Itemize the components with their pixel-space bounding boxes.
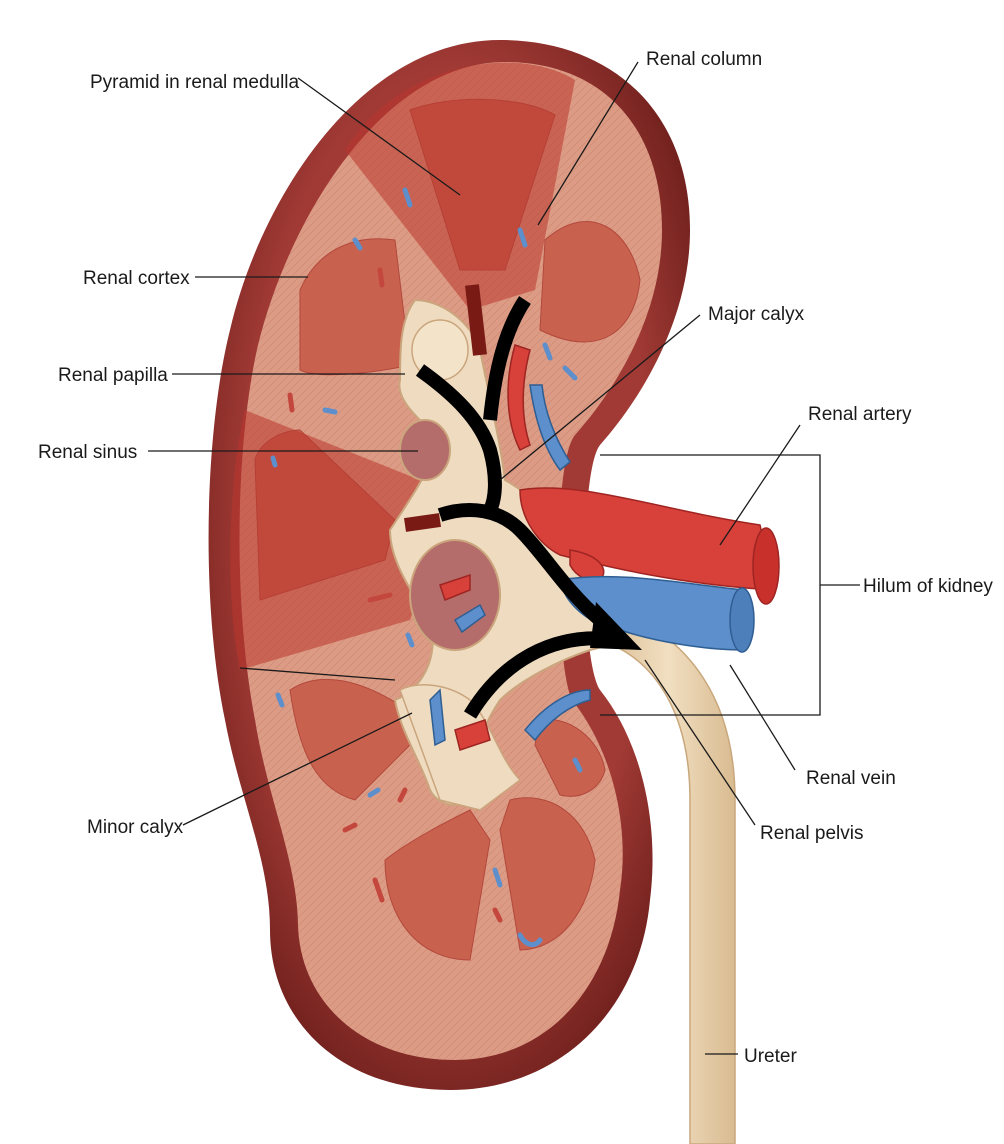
renal-artery-small: [439, 573, 471, 601]
label-renal-vein: Renal vein: [806, 768, 896, 789]
label-minor-calyx: Minor calyx: [87, 817, 184, 838]
highlight-wedge-top: [345, 62, 575, 310]
label-major-calyx: Major calyx: [708, 304, 805, 325]
cortical-vessel: [572, 757, 583, 773]
label-hilum: Hilum of kidney: [863, 576, 993, 597]
cortical-vessel: [517, 932, 543, 948]
cortical-vessel: [542, 342, 553, 361]
renal-artery-branch: [507, 344, 531, 452]
dark-arrow-horizontal: [404, 513, 441, 532]
pyramid-upper-right: [539, 221, 641, 343]
renal-vein-minor: [429, 688, 446, 747]
highlight-wedge-middle: [230, 410, 440, 670]
label-renal-papilla: Renal papilla: [58, 365, 168, 386]
leader-renal-column: [537, 61, 639, 226]
cortical-vessel: [352, 237, 363, 251]
flow-arrow-middle: [437, 503, 605, 626]
label-renal-artery: Renal artery: [808, 404, 912, 425]
cortical-vessel: [275, 692, 285, 708]
leader-renal-pelvis: [644, 659, 756, 826]
flow-arrow-heads: [590, 602, 642, 650]
leader-renal-vein: [729, 664, 796, 771]
calyx-upper: [399, 419, 451, 481]
cortical-vessel: [492, 867, 503, 888]
label-renal-cortex: Renal cortex: [83, 268, 190, 289]
cortical-vessels: [270, 187, 583, 948]
flow-arrow-upper-left: [415, 364, 502, 514]
pyramid-bottom: [384, 809, 491, 961]
label-renal-pelvis: Renal pelvis: [760, 823, 864, 844]
renal-vein: [429, 384, 755, 747]
cortical-vessel: [517, 227, 528, 248]
cortical-vessel: [367, 787, 381, 798]
flow-arrow-head-main: [590, 602, 642, 650]
cortical-vessel: [270, 455, 278, 468]
renal-artery-trunk: [519, 487, 776, 591]
highlight-wedges: [230, 62, 575, 670]
pyramid-bottom-right: [499, 797, 596, 951]
cortical-vessel: [562, 365, 578, 381]
renal-vein-lower: [523, 689, 591, 742]
cortical-vessel: [377, 267, 385, 288]
hilum-bracket: [600, 454, 860, 716]
cortical-vessel: [492, 907, 503, 923]
cortical-vessel: [402, 187, 413, 208]
pyramid-lower-right: [534, 718, 606, 797]
cortical-vessel: [322, 407, 338, 415]
renal-artery-minor: [454, 719, 491, 751]
leader-renal-artery: [719, 424, 801, 546]
cortical-vessel: [405, 632, 415, 648]
cortical-vessel: [342, 822, 358, 833]
cortical-vessel: [397, 787, 408, 803]
label-renal-column: Renal column: [646, 49, 762, 70]
cortical-vessel: [287, 392, 295, 413]
leader-lines: [148, 61, 801, 1055]
renal-vein-branch: [529, 384, 571, 472]
leader-cortex-extra: [239, 667, 396, 681]
renal-vein-small: [453, 603, 486, 634]
cortical-vessel: [372, 877, 385, 903]
renal-artery-opening: [752, 527, 780, 605]
labels: Pyramid in renal medulla Renal column Re…: [38, 49, 993, 1067]
label-renal-sinus: Renal sinus: [38, 442, 137, 463]
leader-major-calyx: [499, 314, 701, 481]
label-pyramid: Pyramid in renal medulla: [90, 72, 300, 93]
label-ureter: Ureter: [744, 1046, 797, 1067]
leader-minor-calyx: [182, 712, 413, 826]
leader-pyramid: [297, 77, 461, 196]
renal-vein-opening: [729, 587, 755, 653]
dark-arrow-vertical: [465, 284, 487, 356]
flow-arrow-upper-right: [483, 296, 531, 421]
renal-artery: [439, 344, 780, 751]
dark-flow-arrows: [404, 284, 487, 532]
cortical-vessel: [367, 592, 393, 603]
